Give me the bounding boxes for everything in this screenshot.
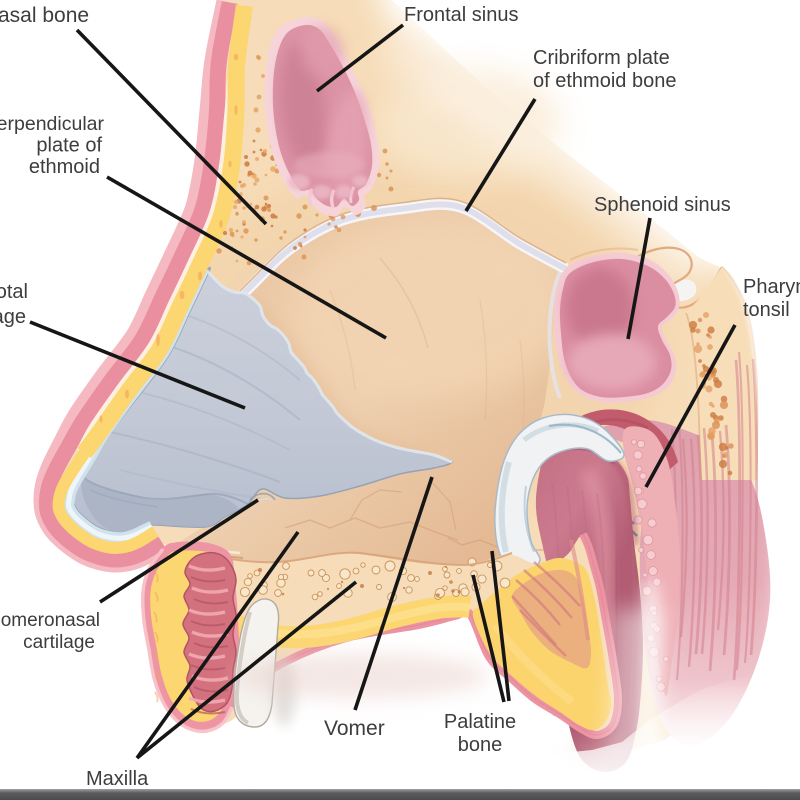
svg-text:Vomer: Vomer [324, 717, 385, 740]
svg-text:bone: bone [458, 734, 503, 756]
svg-text:erpendicular: erpendicular [0, 113, 104, 135]
svg-text:asal bone: asal bone [0, 4, 89, 27]
svg-text:plate of: plate of [36, 135, 102, 157]
svg-text:ethmoid: ethmoid [29, 156, 100, 178]
svg-text:Palatine: Palatine [444, 711, 516, 733]
svg-text:Maxilla: Maxilla [86, 768, 149, 790]
svg-text:Cribriform plate: Cribriform plate [533, 47, 670, 69]
svg-text:otal: otal [0, 281, 28, 303]
svg-text:Frontal sinus: Frontal sinus [404, 4, 519, 26]
svg-text:cartilage: cartilage [23, 632, 95, 653]
svg-text:tonsil: tonsil [743, 299, 790, 321]
svg-text:age: age [0, 306, 26, 328]
svg-text:omeronasal: omeronasal [1, 610, 100, 631]
svg-text:Sphenoid sinus: Sphenoid sinus [594, 194, 731, 216]
svg-text:of ethmoid bone: of ethmoid bone [533, 70, 676, 92]
svg-text:Pharyngeal: Pharyngeal [743, 276, 800, 298]
